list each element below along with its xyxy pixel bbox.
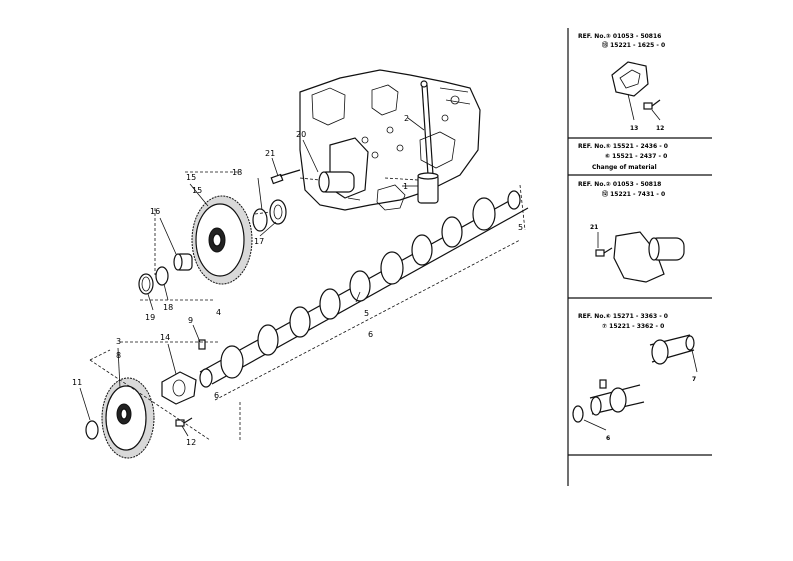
- callout-8: 8: [116, 351, 121, 360]
- callout-5: 5: [364, 309, 369, 318]
- ref-panel-4-line2: ⑦ 15221 - 3362 - 0: [602, 323, 664, 330]
- pin-9: [198, 339, 206, 350]
- ref-panel-4-line1: REF. No.⑥ 15271 - 3363 - 0: [578, 313, 668, 320]
- callout-17: 17: [254, 237, 264, 246]
- push-rod: [420, 80, 434, 176]
- engine-block-fragment: [299, 69, 481, 211]
- bolt-21: [270, 169, 301, 185]
- callout-15: 15: [186, 173, 196, 182]
- ref-panel-2-line2: ⑥ 15521 - 2437 - 0: [605, 153, 667, 160]
- callout-18: 18: [232, 168, 242, 177]
- callout-11: 11: [72, 378, 82, 387]
- callout-6b: 6: [214, 391, 219, 400]
- callout-3: 3: [116, 337, 121, 346]
- callout-18b: 18: [163, 303, 173, 312]
- ref-panel-4-callout-6: 6: [606, 435, 610, 442]
- ref-panel-2-line1: REF. No.⑤ 15521 - 2436 - 0: [578, 143, 668, 150]
- ref-panel-4: REF. No.⑥ 15271 - 3363 - 0 ⑦ 15221 - 336…: [572, 313, 698, 442]
- ref-panel-1-callout-13: 13: [630, 125, 638, 132]
- callout-5b: 5: [518, 223, 523, 232]
- ref-panel-4-callout-7: 7: [692, 376, 696, 383]
- callout-4: 4: [216, 308, 221, 317]
- ref-panel-1-line2: ⑬ 15221 - 1625 - 0: [602, 41, 665, 49]
- main-assembly: 1 2 3 4 5 6 6 8 9 11 12 14 15 15 16 17 1…: [72, 69, 529, 459]
- bearing-holder: [318, 137, 369, 199]
- callout-15b: 15: [192, 186, 202, 195]
- callout-14: 14: [160, 333, 170, 342]
- callout-21: 21: [265, 149, 275, 158]
- callout-16: 16: [150, 207, 160, 216]
- ref-panel-3-line2: ⑫ 15221 - 7431 - 0: [602, 190, 665, 198]
- ref-panel-1-line1: REF. No.③ 01053 - 50816: [578, 33, 661, 40]
- callout-2: 2: [404, 114, 409, 123]
- callout-20: 20: [296, 130, 306, 139]
- tappet: [417, 172, 439, 204]
- collar-upper: [252, 208, 268, 232]
- idle-gear: [191, 195, 253, 285]
- callout-6: 6: [368, 330, 373, 339]
- ref-panels: REF. No.③ 01053 - 50816 ⑬ 15221 - 1625 -…: [567, 28, 712, 486]
- camshaft-gear: [101, 377, 155, 459]
- ref-panel-1-callout-12: 12: [656, 125, 664, 132]
- camshaft: [199, 190, 529, 388]
- bolt-12: [175, 417, 193, 427]
- ref-panel-2-note: Change of material: [592, 164, 657, 171]
- ref-panel-3-line1: REF. No.② 01053 - 50818: [578, 181, 661, 188]
- callout-1: 1: [403, 182, 408, 191]
- ring-18: [155, 266, 169, 286]
- callout-12: 12: [186, 438, 196, 447]
- snap-ring-19: [138, 273, 154, 295]
- ring-11: [85, 420, 99, 440]
- callout-19: 19: [145, 313, 155, 322]
- ref-panel-2: REF. No.⑤ 15521 - 2436 - 0 ⑥ 15521 - 243…: [578, 143, 668, 171]
- ref-panel-3: REF. No.② 01053 - 50818 ⑫ 15221 - 7431 -…: [578, 181, 685, 283]
- ref-panel-3-callout-21: 21: [590, 224, 598, 231]
- callout-9: 9: [188, 316, 193, 325]
- ring-17: [269, 199, 287, 225]
- stopper-plate: [161, 371, 197, 405]
- ref-panel-1: REF. No.③ 01053 - 50816 ⑬ 15221 - 1625 -…: [578, 33, 665, 132]
